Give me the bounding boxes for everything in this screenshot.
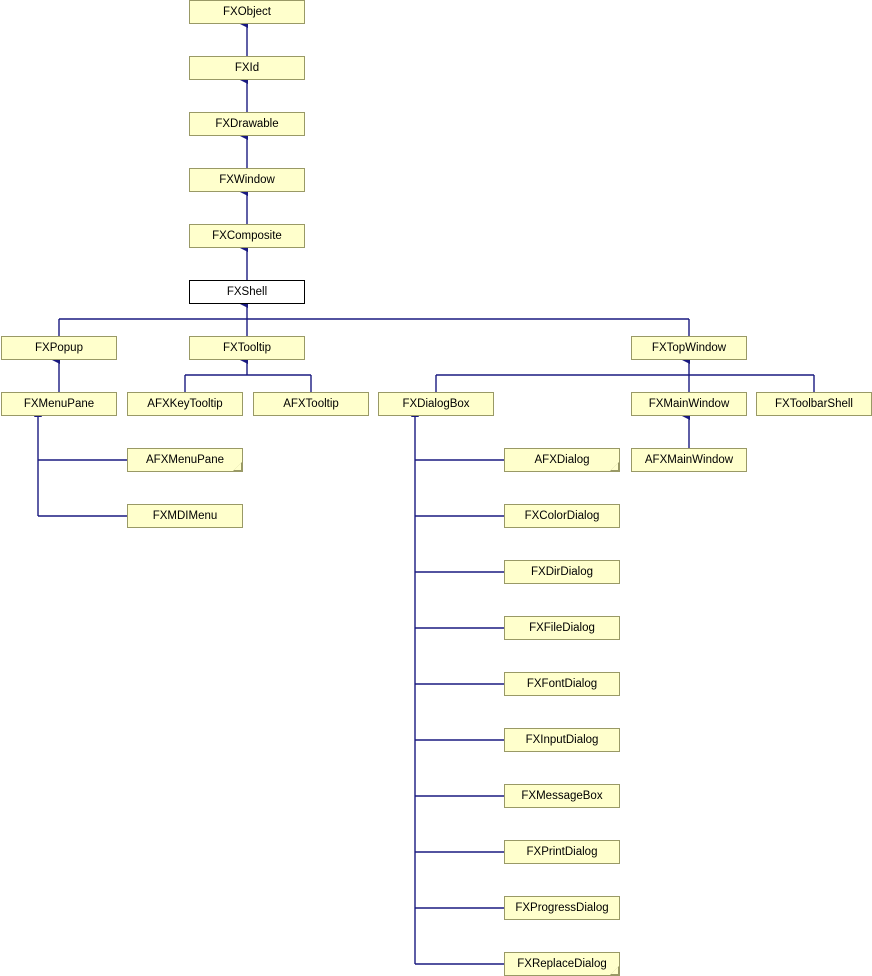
class-node-label: FXMainWindow xyxy=(648,398,730,410)
class-node-fxdirdialog[interactable]: FXDirDialog xyxy=(504,560,620,584)
class-node-label: AFXDialog xyxy=(534,454,590,466)
class-node-afxkeytooltip[interactable]: AFXKeyTooltip xyxy=(127,392,243,416)
class-node-label: FXWindow xyxy=(219,174,275,186)
class-node-label: FXPopup xyxy=(35,342,83,354)
class-node-fxtooltip[interactable]: FXTooltip xyxy=(189,336,305,360)
class-node-label: AFXTooltip xyxy=(283,398,339,410)
class-node-label: FXProgressDialog xyxy=(515,902,609,914)
class-node-fxmdimenu[interactable]: FXMDIMenu xyxy=(127,504,243,528)
class-node-label: FXId xyxy=(234,62,260,74)
class-node-label: AFXMenuPane xyxy=(146,454,224,466)
class-node-fxinputdialog[interactable]: FXInputDialog xyxy=(504,728,620,752)
class-node-label: FXToolbarShell xyxy=(775,398,853,410)
class-node-afxdialog[interactable]: AFXDialog xyxy=(504,448,620,472)
class-node-label: FXInputDialog xyxy=(525,734,599,746)
class-node-label: FXDirDialog xyxy=(531,566,593,578)
class-node-afxmenupane[interactable]: AFXMenuPane xyxy=(127,448,243,472)
class-node-fxid[interactable]: FXId xyxy=(189,56,305,80)
class-node-fxtoolbarshell[interactable]: FXToolbarShell xyxy=(756,392,872,416)
class-node-fxcolordialog[interactable]: FXColorDialog xyxy=(504,504,620,528)
class-node-fxdrawable[interactable]: FXDrawable xyxy=(189,112,305,136)
class-node-fxdialogbox[interactable]: FXDialogBox xyxy=(378,392,494,416)
class-node-fxprintdialog[interactable]: FXPrintDialog xyxy=(504,840,620,864)
class-node-fxtopwindow[interactable]: FXTopWindow xyxy=(631,336,747,360)
class-node-label: FXColorDialog xyxy=(524,510,600,522)
class-node-label: FXMessageBox xyxy=(521,790,603,802)
class-node-label: FXShell xyxy=(226,286,268,298)
class-node-fxmainwindow[interactable]: FXMainWindow xyxy=(631,392,747,416)
class-node-fxmessagebox[interactable]: FXMessageBox xyxy=(504,784,620,808)
class-node-fxreplacedialog[interactable]: FXReplaceDialog xyxy=(504,952,620,976)
class-node-fxmenupane[interactable]: FXMenuPane xyxy=(1,392,117,416)
class-node-label: AFXKeyTooltip xyxy=(147,398,223,410)
class-node-label: FXComposite xyxy=(212,230,282,242)
class-node-label: FXMDIMenu xyxy=(152,510,218,522)
class-node-fxfontdialog[interactable]: FXFontDialog xyxy=(504,672,620,696)
class-node-label: FXDialogBox xyxy=(402,398,470,410)
class-node-label: FXPrintDialog xyxy=(526,846,598,858)
class-node-fxcomposite[interactable]: FXComposite xyxy=(189,224,305,248)
class-node-fxobject[interactable]: FXObject xyxy=(189,0,305,24)
class-node-label: FXDrawable xyxy=(215,118,279,130)
class-node-fxfiledialog[interactable]: FXFileDialog xyxy=(504,616,620,640)
inheritance-edges xyxy=(37,20,815,965)
class-node-fxwindow[interactable]: FXWindow xyxy=(189,168,305,192)
class-node-label: FXTopWindow xyxy=(651,342,727,354)
class-node-label: FXTooltip xyxy=(223,342,271,354)
class-node-label: FXFileDialog xyxy=(529,622,595,634)
class-node-fxpopup[interactable]: FXPopup xyxy=(1,336,117,360)
class-node-label: FXReplaceDialog xyxy=(517,958,607,970)
class-node-afxtooltip[interactable]: AFXTooltip xyxy=(253,392,369,416)
class-node-label: AFXMainWindow xyxy=(644,454,734,466)
class-node-label: FXMenuPane xyxy=(23,398,95,410)
class-node-fxshell[interactable]: FXShell xyxy=(189,280,305,304)
class-node-label: FXObject xyxy=(223,6,271,18)
class-node-fxprogressdialog[interactable]: FXProgressDialog xyxy=(504,896,620,920)
class-node-afxmainwindow[interactable]: AFXMainWindow xyxy=(631,448,747,472)
class-node-label: FXFontDialog xyxy=(526,678,598,690)
